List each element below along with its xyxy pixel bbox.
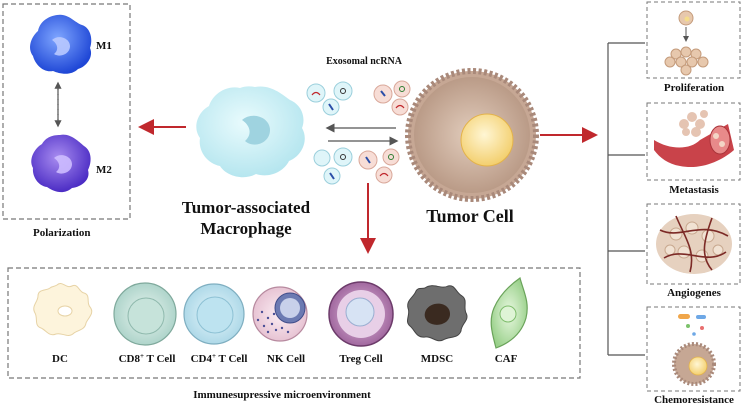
metastasis-icon — [654, 110, 734, 168]
immune-label-treg: Treg Cell — [339, 353, 382, 365]
tumor-label: Tumor Cell — [426, 206, 514, 226]
polarization-title: Polarization — [33, 227, 90, 239]
immune-cell-labels: DC CD8+ T Cell CD4+ T Cell NK Cell Treg … — [52, 352, 518, 365]
effect-label-chemoresistance: Chemoresistance — [654, 394, 734, 406]
m2-label: M2 — [96, 164, 112, 176]
cd8-t-cell — [113, 282, 177, 346]
exosome-cluster-bottom — [313, 147, 400, 185]
tam-cell — [196, 86, 305, 178]
immune-label-nk: NK Cell — [267, 353, 305, 365]
chemoresistance-box — [646, 306, 741, 392]
immune-label-mdsc: MDSC — [421, 353, 453, 365]
tam-label-line1: Tumor-associated — [182, 198, 311, 217]
exosome-cluster-top — [306, 80, 411, 116]
caf-cell — [490, 277, 528, 349]
immune-label-cd8: CD8+ T Cell — [119, 352, 176, 365]
tam-label-line2: Macrophage — [200, 219, 292, 238]
exosome-label: Exosomal ncRNA — [326, 56, 403, 67]
effect-label-proliferation: Proliferation — [664, 82, 724, 94]
immune-panel — [7, 267, 581, 379]
treg-cell — [328, 281, 394, 347]
effects-bracket — [607, 42, 645, 356]
angiogenesis-icon — [656, 214, 732, 274]
cd4-t-cell — [183, 283, 245, 345]
angiogenesis-box — [646, 203, 741, 285]
immune-label-caf: CAF — [495, 353, 518, 365]
nk-cell — [252, 286, 308, 342]
polarization-panel — [2, 3, 131, 220]
proliferation-icon — [664, 10, 709, 76]
dc-cell — [33, 282, 93, 336]
effect-label-angiogenes: Angiogenes — [667, 287, 722, 299]
m2-macrophage — [31, 134, 91, 193]
metastasis-box — [646, 102, 741, 181]
immune-label-cd4: CD4+ T Cell — [191, 352, 248, 365]
m1-macrophage — [30, 14, 92, 74]
immune-label-dc: DC — [52, 353, 68, 365]
mdsc-cell — [407, 285, 468, 342]
m1-label: M1 — [96, 40, 112, 52]
effect-label-metastasis: Metastasis — [669, 184, 719, 196]
immune-title: Immunesupressive microenvironment — [193, 389, 371, 401]
chemoresistance-icon — [672, 314, 716, 386]
tumor-cell — [405, 68, 539, 202]
